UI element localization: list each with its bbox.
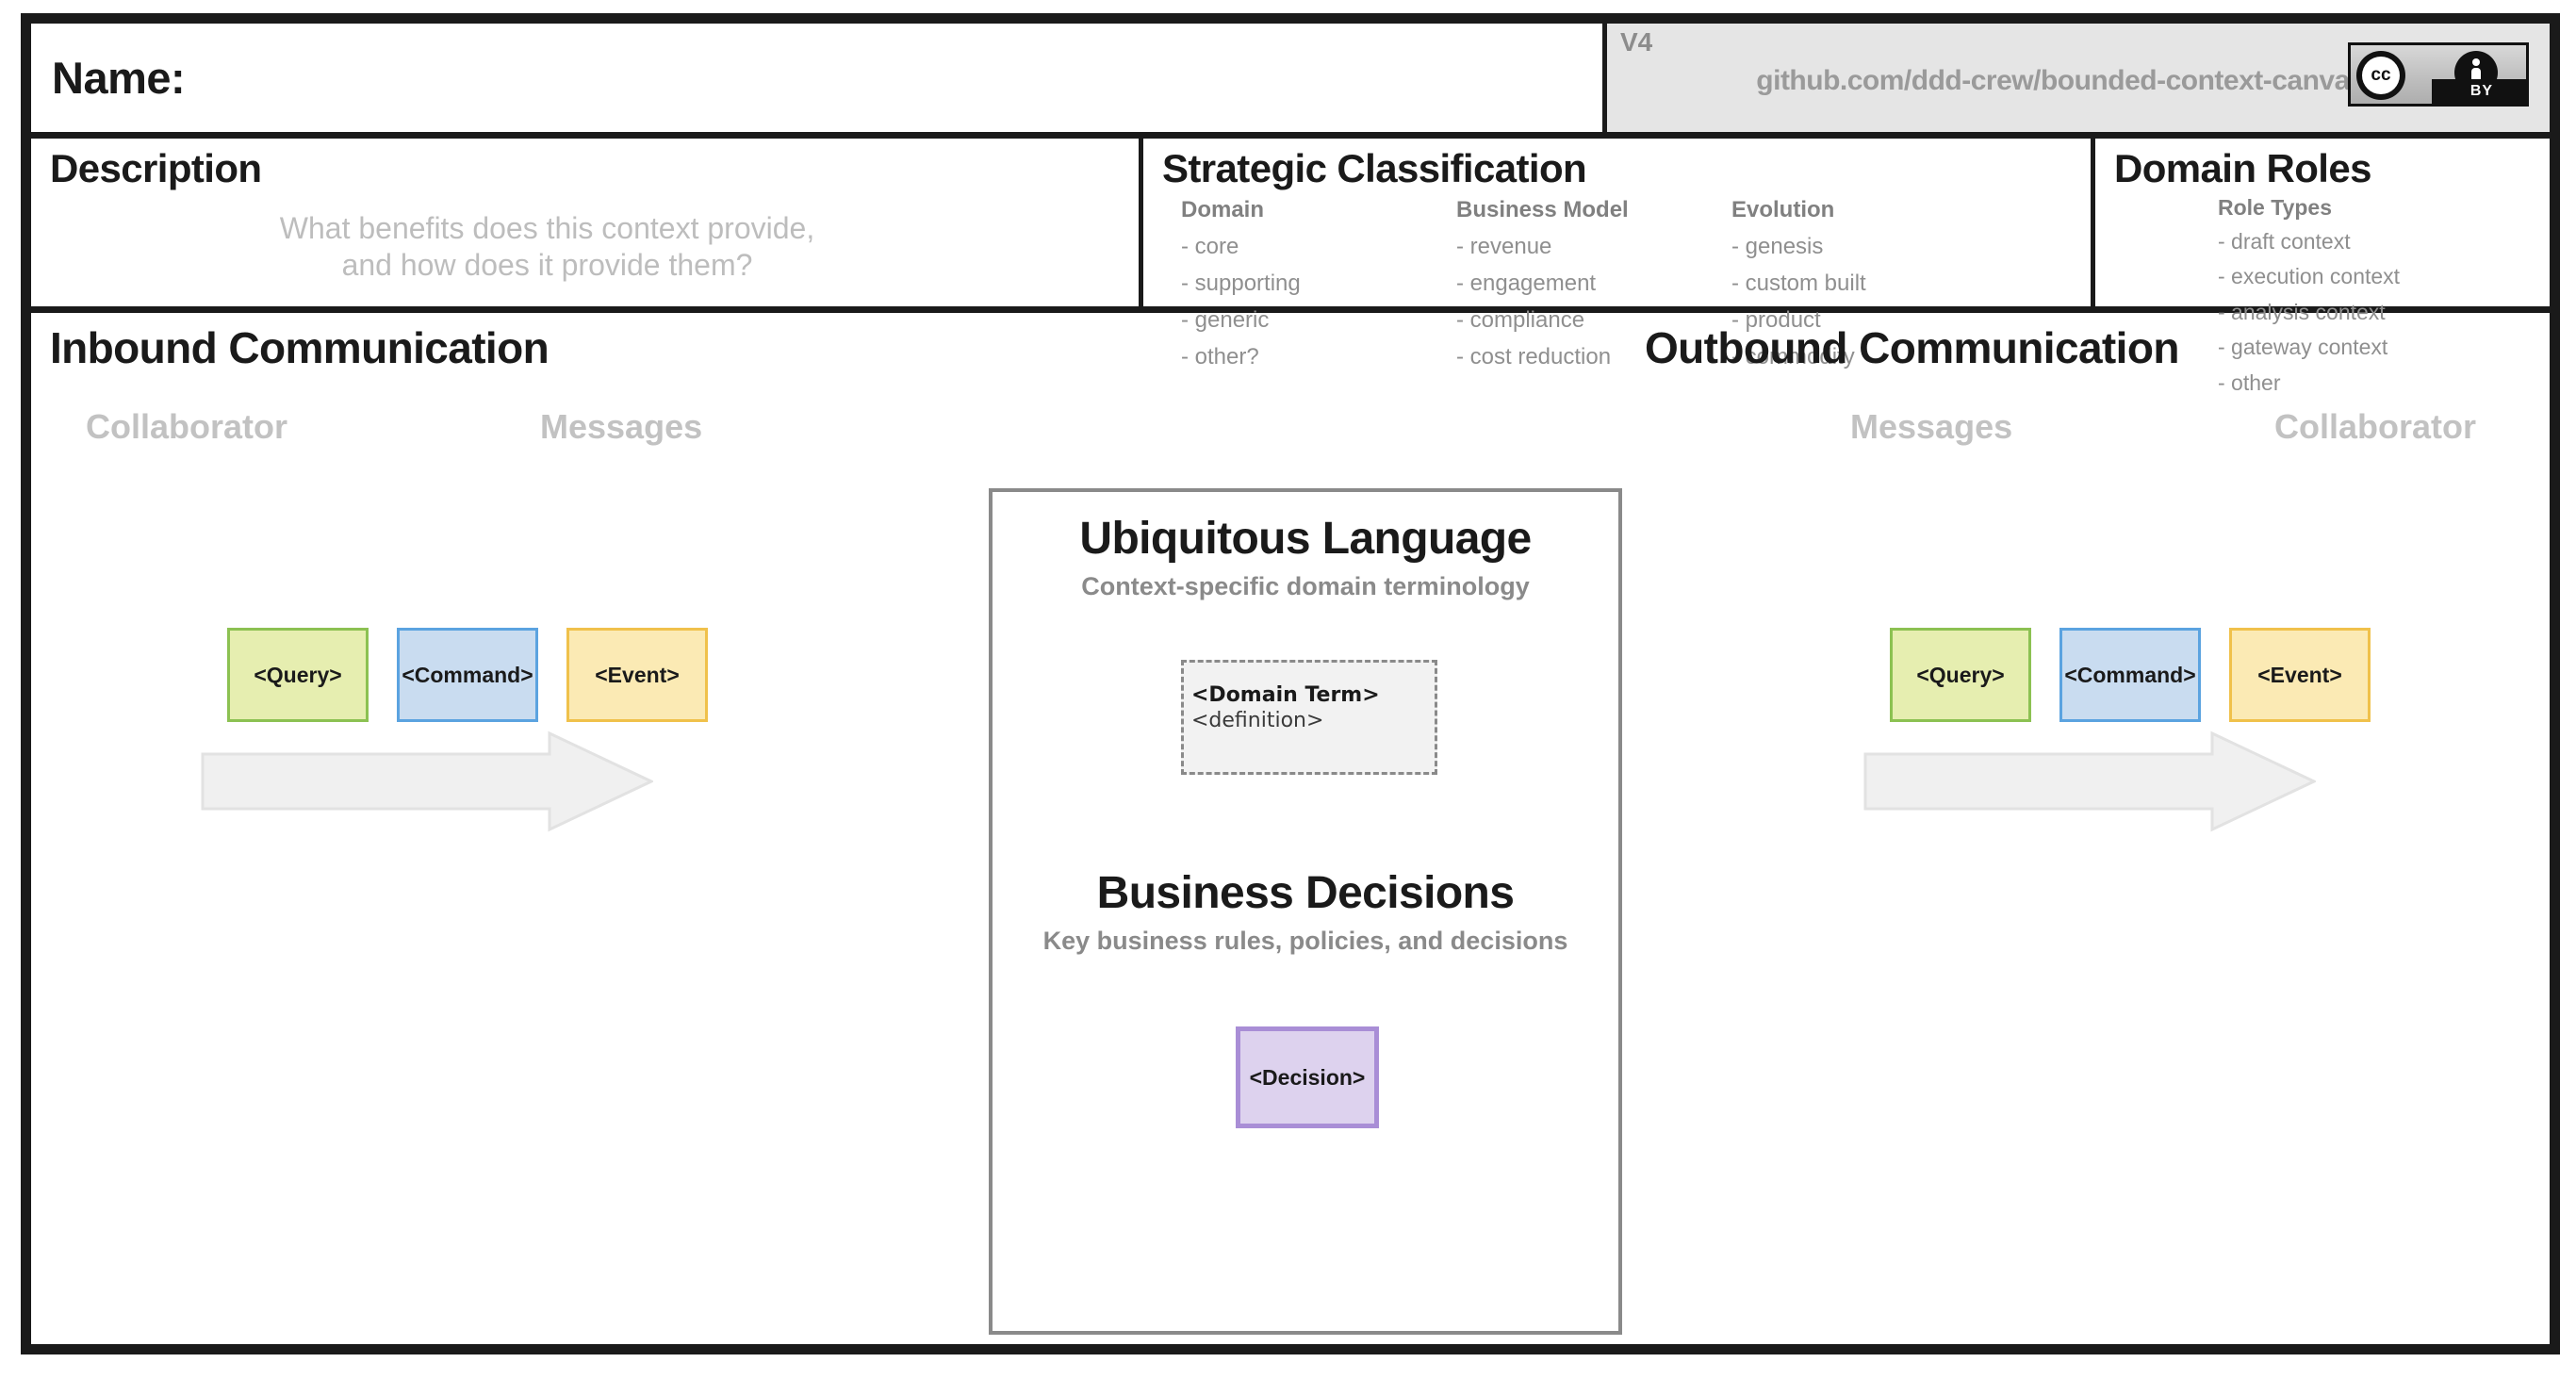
domain-roles-title: Domain Roles <box>2114 146 2371 190</box>
domain-roles-panel[interactable]: Domain Roles Role Types - draft context … <box>2095 139 2550 395</box>
ubiquitous-language-subtitle: Context-specific domain terminology <box>1081 572 1530 600</box>
option-cost-reduction[interactable]: - cost reduction <box>1456 343 1612 369</box>
inbound-message-command[interactable]: <Command> <box>397 628 538 722</box>
cc-icon: cc <box>2356 51 2405 100</box>
business-decisions-title: Business Decisions <box>1096 868 1515 918</box>
role-analysis-context[interactable]: - analysis context <box>2218 299 2386 324</box>
option-other[interactable]: - other? <box>1181 343 1259 369</box>
inbound-message-event[interactable]: <Event> <box>566 628 708 722</box>
outbound-collaborator-label: Collaborator <box>2274 407 2477 446</box>
center-panel: Ubiquitous Language Context-specific dom… <box>989 488 1622 1335</box>
name-field-cell[interactable]: Name: <box>31 24 1607 132</box>
option-compliance[interactable]: - compliance <box>1456 306 1585 333</box>
description-panel[interactable]: Description What benefits does this cont… <box>31 139 1143 306</box>
name-row: Name: V4 github.com/ddd-crew/bounded-con… <box>31 24 2550 139</box>
classification-column-domain: Domain - core - supporting - generic - o… <box>1181 197 1370 376</box>
role-other[interactable]: - other <box>2218 369 2281 395</box>
option-revenue[interactable]: - revenue <box>1456 234 1552 259</box>
version-cell: V4 github.com/ddd-crew/bounded-context-c… <box>1607 24 2550 132</box>
business-decisions-subtitle: Key business rules, policies, and decisi… <box>1042 927 1568 955</box>
option-core[interactable]: - core <box>1181 234 1239 259</box>
outbound-flow-arrow-icon <box>1863 731 2316 832</box>
classification-row: Description What benefits does this cont… <box>31 139 2550 395</box>
option-supporting[interactable]: - supporting <box>1181 270 1301 296</box>
cc-by-license-icon[interactable]: cc BY <box>2348 42 2529 107</box>
role-gateway-context[interactable]: - gateway context <box>2218 335 2388 360</box>
domain-term-name: <Domain Term> <box>1191 683 1380 707</box>
repo-url-label[interactable]: github.com/ddd-crew/bounded-context-canv… <box>1756 65 2365 96</box>
option-custom-built[interactable]: - custom built <box>1731 270 1866 296</box>
outbound-communication-title: Outbound Communication <box>1645 323 2179 372</box>
role-draft-context[interactable]: - draft context <box>2218 229 2351 254</box>
description-placeholder: What benefits does this context provide,… <box>31 210 1139 284</box>
outbound-message-command[interactable]: <Command> <box>2059 628 2201 722</box>
bounded-context-canvas: Name: V4 github.com/ddd-crew/bounded-con… <box>21 13 2560 1354</box>
page-title: Name: <box>52 53 186 103</box>
classification-column-business-model: Business Model - revenue - engagement - … <box>1456 197 1645 376</box>
classification-column-evolution: Evolution - genesis - custom built - pro… <box>1731 197 1920 376</box>
ubiquitous-language-title: Ubiquitous Language <box>1079 514 1532 564</box>
option-generic[interactable]: - generic <box>1181 306 1270 333</box>
strategic-classification-panel[interactable]: Strategic Classification Domain - core -… <box>1143 139 2095 369</box>
description-hint-line-1: What benefits does this context provide, <box>279 211 815 245</box>
domain-term-definition: <definition> <box>1191 709 1324 732</box>
outbound-message-event[interactable]: <Event> <box>2229 628 2371 722</box>
cc-icon-text: cc <box>2362 57 2400 94</box>
option-product[interactable]: - product <box>1731 306 1821 333</box>
inbound-flow-arrow-icon <box>201 731 653 832</box>
strategic-classification-title: Strategic Classification <box>1162 146 1587 190</box>
by-label: BY <box>2432 79 2526 104</box>
inbound-message-query[interactable]: <Query> <box>227 628 369 722</box>
communication-row: Inbound Communication Collaborator Messa… <box>31 313 2550 1344</box>
option-genesis[interactable]: - genesis <box>1731 234 1824 259</box>
role-execution-context[interactable]: - execution context <box>2218 264 2401 289</box>
business-decision-card[interactable]: <Decision> <box>1236 1026 1379 1128</box>
option-commodity[interactable]: - commodity <box>1731 343 1855 369</box>
domain-term-card[interactable]: <Domain Term> <definition> <box>1181 660 1437 775</box>
column-header-evolution: Evolution <box>1731 197 1835 222</box>
description-hint-line-2: and how does it provide them? <box>341 248 753 283</box>
role-types-header: Role Types <box>2218 195 2332 220</box>
column-header-domain: Domain <box>1181 197 1265 222</box>
inbound-communication-title: Inbound Communication <box>50 323 550 372</box>
inbound-collaborator-label: Collaborator <box>86 407 288 446</box>
outbound-message-query[interactable]: <Query> <box>1890 628 2031 722</box>
outbound-messages-label: Messages <box>1850 407 2013 446</box>
inbound-messages-label: Messages <box>540 407 703 446</box>
option-engagement[interactable]: - engagement <box>1456 270 1597 296</box>
version-label: V4 <box>1620 27 1653 57</box>
column-header-business-model: Business Model <box>1456 197 1629 222</box>
description-title: Description <box>50 146 262 190</box>
